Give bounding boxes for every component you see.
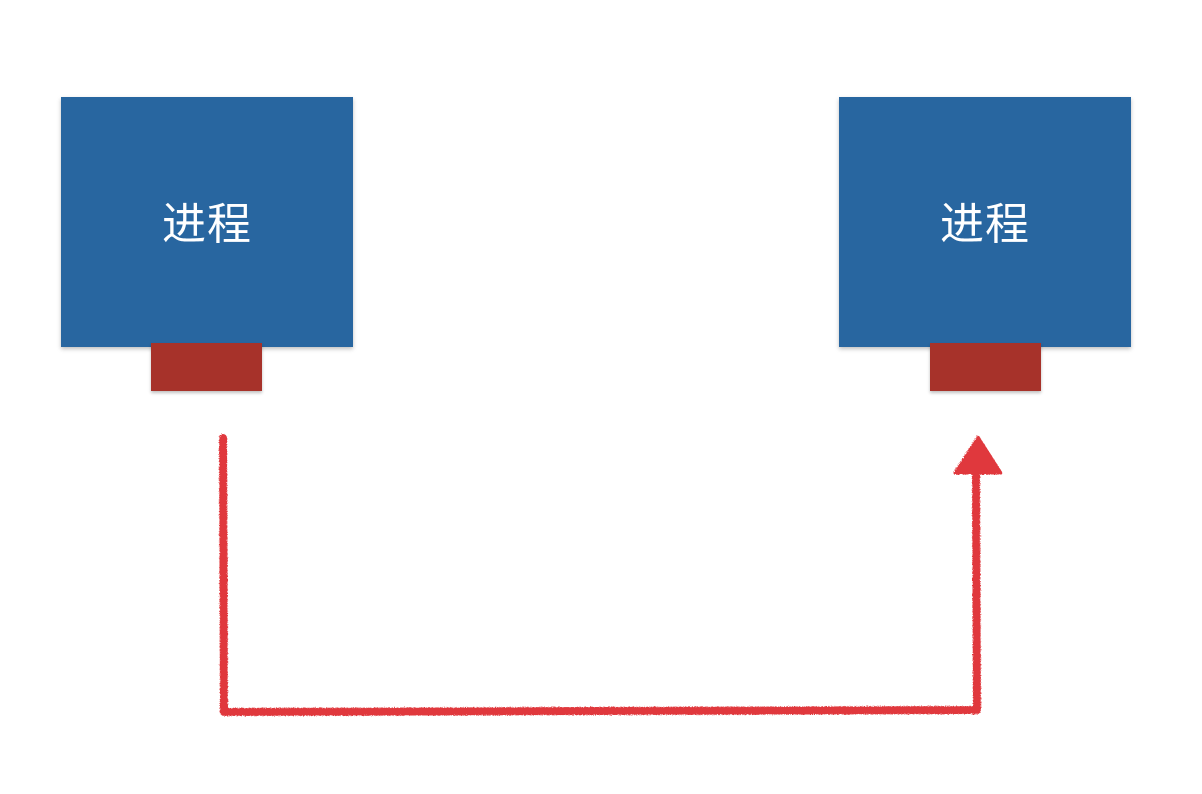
target-process-label: 进程	[940, 199, 1030, 250]
arrowhead-icon	[953, 435, 1003, 475]
source-process-label: 进程	[162, 199, 252, 250]
arrow-path	[219, 434, 981, 716]
source-process-box: 进程	[61, 97, 353, 347]
target-process-box: 进程	[839, 97, 1131, 347]
target-process-port	[930, 343, 1041, 391]
source-process-port	[151, 343, 262, 391]
